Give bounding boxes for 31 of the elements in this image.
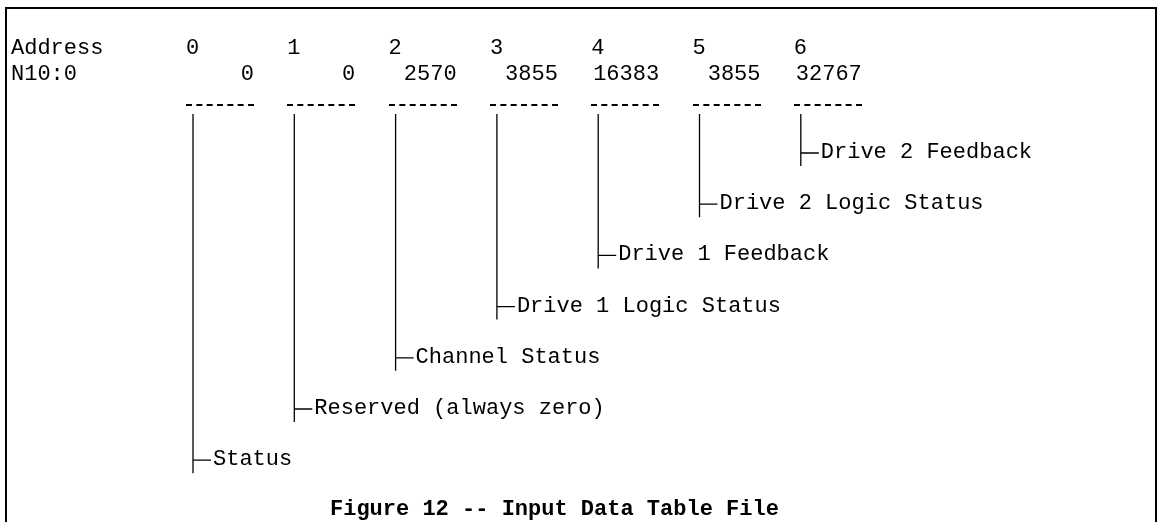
value-cell: 2570 — [388, 62, 457, 106]
description-label: Drive 2 Logic Status — [719, 191, 984, 218]
caption: Figure 12 -- Input Data Table File — [330, 497, 779, 522]
value-cell: 0 — [186, 62, 254, 106]
description-label: Drive 1 Feedback — [618, 242, 830, 269]
leader-line — [293, 113, 313, 423]
value-cell: 32767 — [793, 62, 862, 106]
row-header: Address — [11, 36, 104, 62]
description-label: Channel Status — [415, 344, 601, 371]
column-number: 5 — [692, 36, 706, 62]
leader-line — [800, 113, 820, 167]
value-cell: 16383 — [591, 62, 660, 106]
leader-line — [496, 113, 516, 321]
column-number: 6 — [793, 36, 807, 62]
leader-line — [597, 113, 617, 270]
column-number: 1 — [287, 36, 301, 62]
leader-line — [698, 113, 719, 218]
column-number: 2 — [388, 36, 402, 62]
description-label: Drive 1 Logic Status — [516, 293, 781, 320]
column-number: 4 — [591, 36, 605, 62]
value-cell: 3855 — [489, 62, 558, 106]
description-label: Drive 2 Feedback — [820, 140, 1033, 166]
value-cell: 3855 — [692, 62, 761, 106]
description-label: Reserved (always zero) — [314, 396, 605, 422]
column-number: 0 — [186, 36, 200, 62]
description-label: Status — [213, 447, 293, 474]
value-cell: 0 — [287, 62, 356, 106]
leader-line — [394, 113, 415, 372]
leader-line — [192, 113, 212, 474]
column-number: 3 — [489, 36, 504, 62]
row-header: N10:0 — [11, 62, 77, 88]
